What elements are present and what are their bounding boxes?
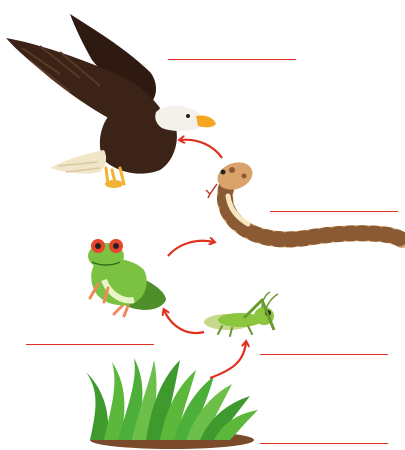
- answer-line-grass[interactable]: [260, 443, 388, 444]
- grass-icon: [86, 358, 258, 449]
- arrow-frog-to-snake: [168, 241, 214, 256]
- snake-icon: [206, 158, 402, 240]
- answer-line-eagle[interactable]: [168, 59, 296, 60]
- grasshopper-icon: [204, 292, 278, 336]
- arrow-grass-to-grasshopper: [210, 342, 246, 378]
- answer-line-frog[interactable]: [26, 344, 154, 345]
- answer-line-grasshopper[interactable]: [260, 354, 388, 355]
- answer-line-snake[interactable]: [270, 211, 398, 212]
- arrow-snake-to-eagle: [180, 140, 222, 158]
- arrow-grasshopper-to-frog: [164, 310, 204, 333]
- frog-icon: [88, 239, 166, 316]
- eagle-icon: [6, 14, 216, 188]
